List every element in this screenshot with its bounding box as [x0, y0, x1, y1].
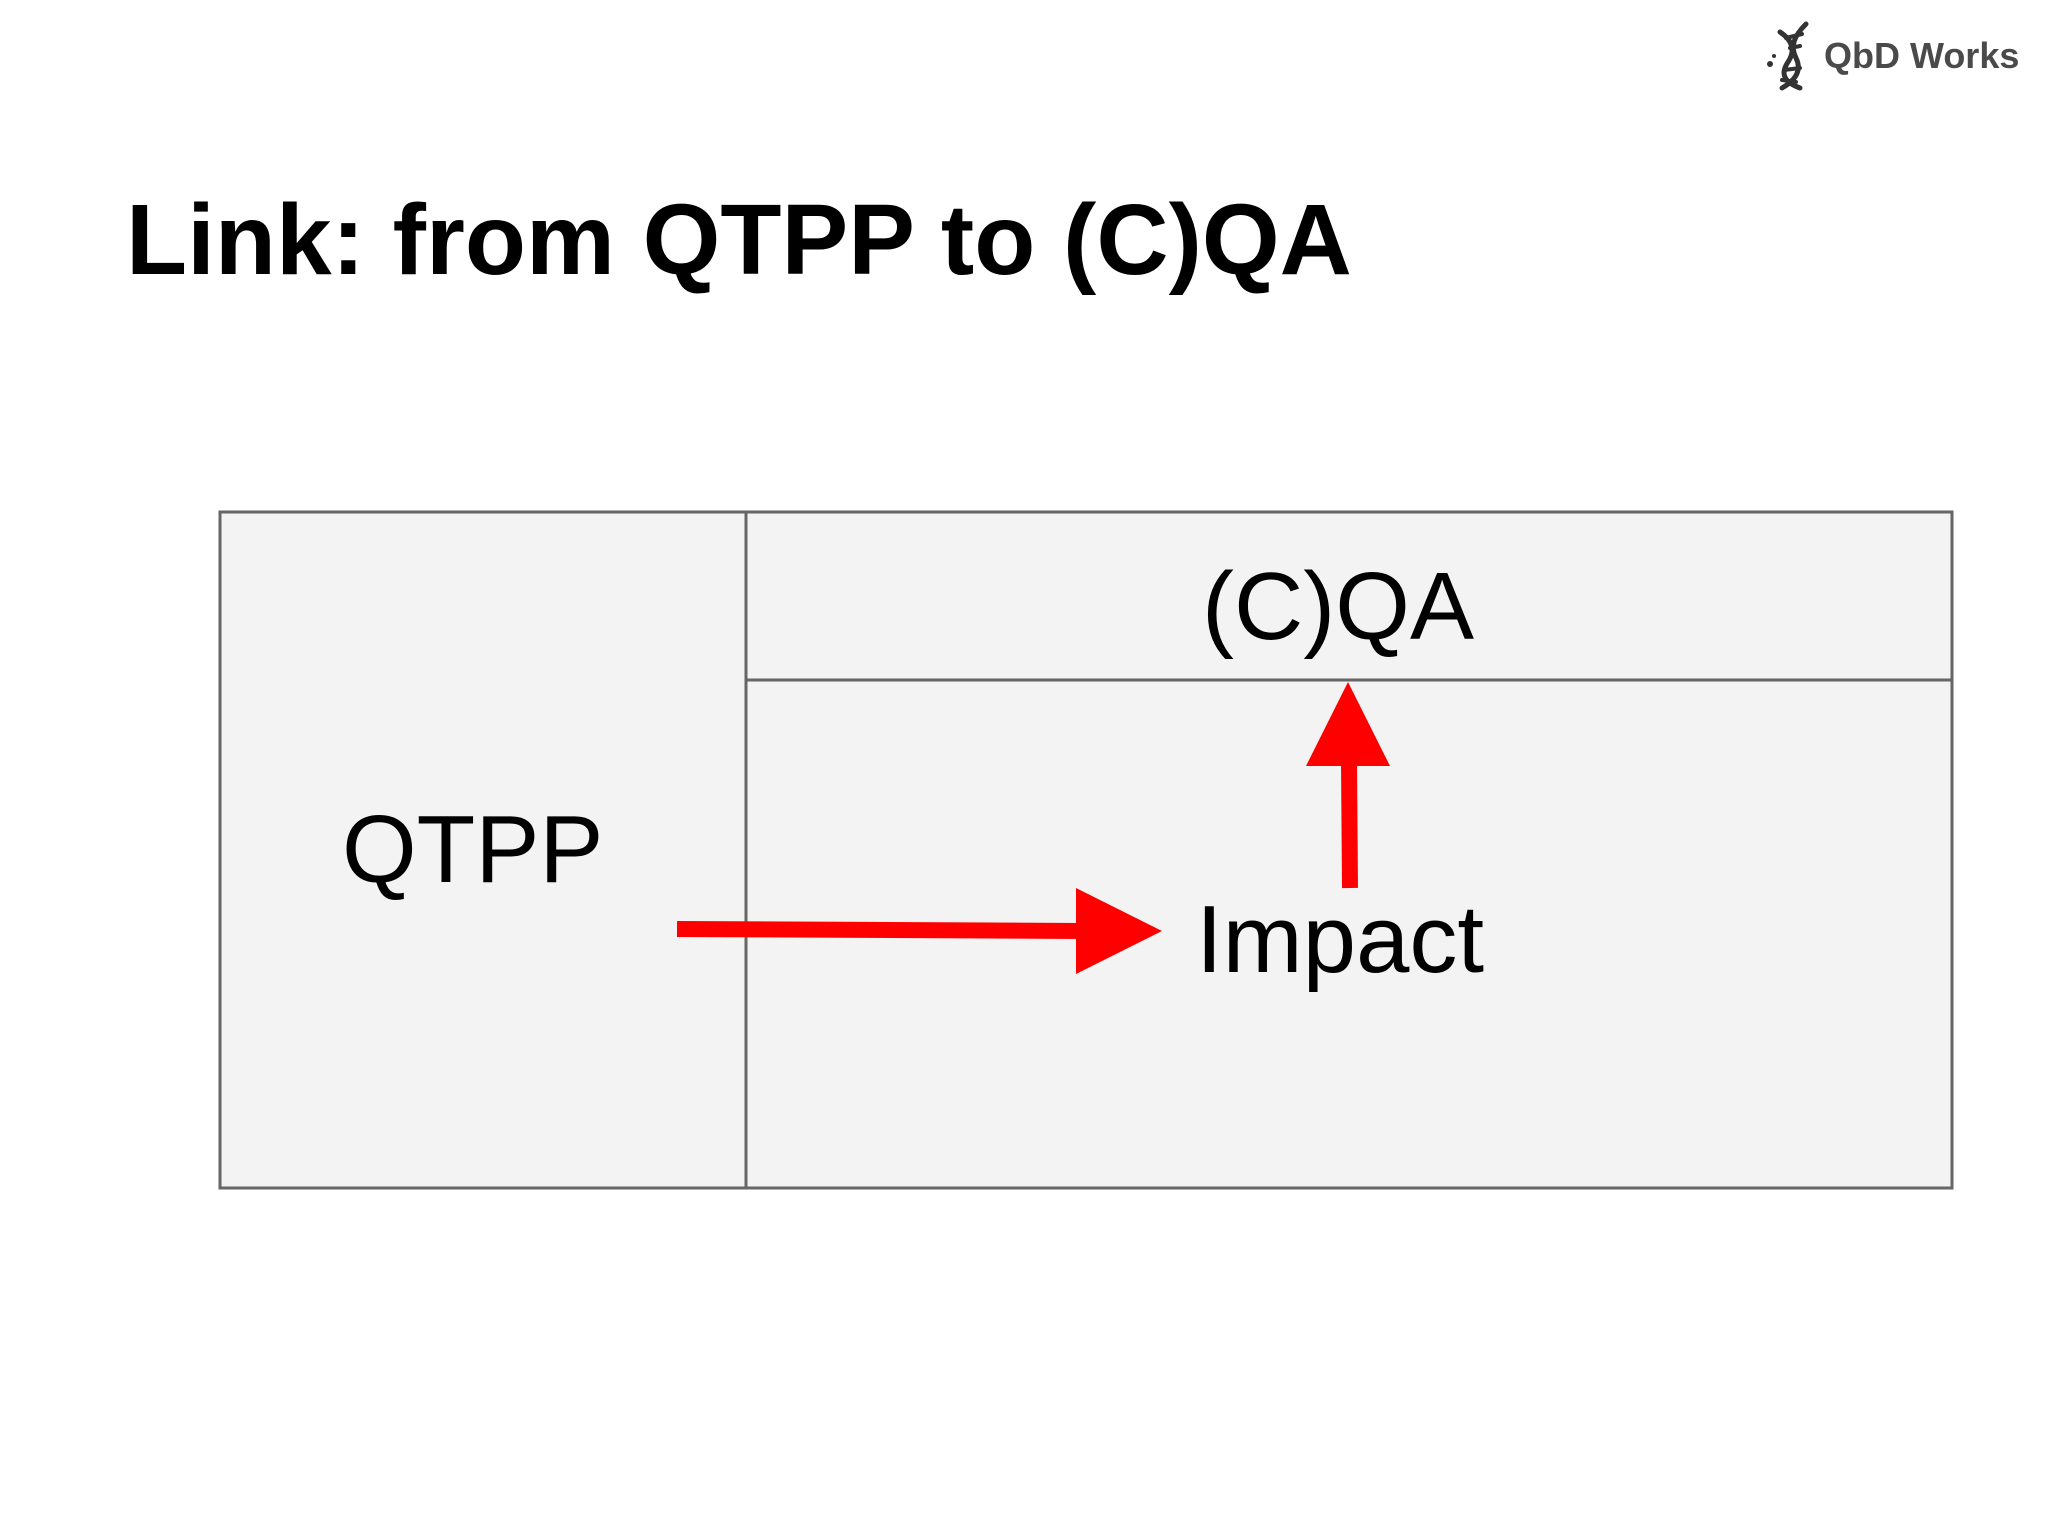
arrow-impact-to-cqa	[1306, 682, 1390, 889]
qtpp-label: QTPP	[342, 796, 604, 903]
logo-text: QbD Works	[1824, 35, 2020, 76]
slide-title: Link: from QTPP to (C)QA	[126, 184, 1352, 296]
impact-label: Impact	[1196, 886, 1485, 993]
brand-logo: QbD Works	[1760, 16, 2019, 96]
table-outline	[218, 510, 1954, 1190]
cqa-label: (C)QA	[1202, 553, 1474, 660]
dna-helix-icon	[1767, 21, 1809, 91]
arrow-qtpp-to-impact	[676, 888, 1162, 974]
